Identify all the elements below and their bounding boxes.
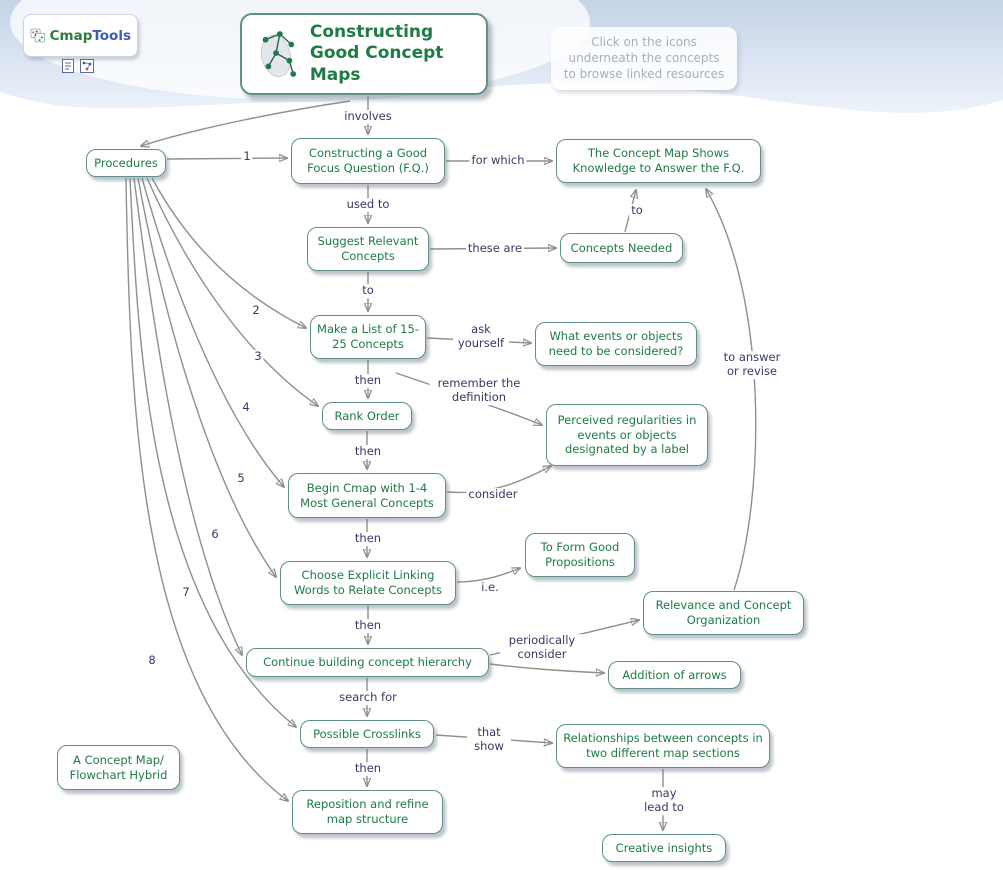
link-label-ie[interactable]: i.e. <box>479 580 501 595</box>
resource-icon-document[interactable] <box>60 58 76 74</box>
concept-flowchart-hybrid[interactable]: A Concept Map/ Flowchart Hybrid <box>57 745 180 790</box>
link-label-6[interactable]: 6 <box>209 527 221 542</box>
connector-7 <box>129 177 296 727</box>
link-label-may-lead-to[interactable]: may lead to <box>637 786 691 815</box>
concept-relevance-organization[interactable]: Relevance and Concept Organization <box>643 591 804 635</box>
link-label-then-1[interactable]: then <box>352 373 384 388</box>
connector-to-answer <box>706 189 757 591</box>
link-label-3[interactable]: 3 <box>252 349 264 364</box>
link-label-periodically-consider[interactable]: periodically consider <box>500 633 584 662</box>
concept-rank-order[interactable]: Rank Order <box>322 402 412 430</box>
link-label-to-up[interactable]: to <box>629 203 645 218</box>
link-label-to-answer-revise[interactable]: to answer or revise <box>719 350 785 379</box>
link-label-ask-yourself[interactable]: ask yourself <box>453 322 509 351</box>
resource-icon-cmap[interactable] <box>79 58 95 74</box>
link-label-these-are[interactable]: these are <box>465 241 525 256</box>
link-label-8[interactable]: 8 <box>146 653 158 668</box>
link-label-then-5[interactable]: then <box>352 761 384 776</box>
link-label-search-for[interactable]: search for <box>337 690 399 705</box>
instruction-note: Click on the icons underneath the concep… <box>551 27 737 90</box>
connector-periodically-arrows <box>489 663 604 673</box>
concept-procedures[interactable]: Procedures <box>86 149 166 177</box>
link-label-then-2[interactable]: then <box>352 444 384 459</box>
link-label-consider[interactable]: consider <box>466 487 520 502</box>
concept-concepts-needed[interactable]: Concepts Needed <box>560 233 683 263</box>
connector-6 <box>133 177 242 655</box>
concept-make-list[interactable]: Make a List of 15-25 Concepts <box>310 315 426 359</box>
concept-possible-crosslinks[interactable]: Possible Crosslinks <box>300 720 434 748</box>
instruction-note-text: Click on the icons underneath the concep… <box>563 35 725 82</box>
concept-suggest-relevant[interactable]: Suggest Relevant Concepts <box>307 227 429 271</box>
concept-title[interactable]: Constructing Good Concept Maps <box>240 13 488 95</box>
concept-reposition-refine[interactable]: Reposition and refine map structure <box>292 790 443 834</box>
link-label-1[interactable]: 1 <box>241 149 253 164</box>
concept-map-shows-knowledge[interactable]: The Concept Map Shows Knowledge to Answe… <box>556 139 761 183</box>
concept-propositions[interactable]: To Form Good Propositions <box>525 533 635 577</box>
concept-begin-cmap[interactable]: Begin Cmap with 1-4 Most General Concept… <box>288 473 446 518</box>
concept-perceived-regularities[interactable]: Perceived regularities in events or obje… <box>546 404 708 466</box>
connector-5 <box>137 177 276 577</box>
connector-8 <box>125 177 288 801</box>
resource-icon-group <box>60 58 95 74</box>
link-label-remember-definition[interactable]: remember the definition <box>429 376 529 405</box>
link-label-used-to[interactable]: used to <box>344 197 392 212</box>
logo-text-tools: Tools <box>92 27 131 44</box>
link-label-then-4[interactable]: then <box>352 618 384 633</box>
concept-what-events[interactable]: What events or objects need to be consid… <box>535 322 697 366</box>
link-label-that-show[interactable]: that show <box>467 725 511 754</box>
link-label-then-3[interactable]: then <box>352 531 384 546</box>
connector-2 <box>151 177 306 328</box>
concept-focus-question[interactable]: Constructing a Good Focus Question (F.Q.… <box>291 138 445 184</box>
cmaptools-logo-text: CmapTools <box>50 28 131 44</box>
cmaptools-logo: CmapTools <box>23 14 138 57</box>
connector-3 <box>146 177 318 406</box>
logo-text-cmap: Cmap <box>49 27 93 44</box>
cmaptools-logo-icon <box>30 28 46 42</box>
link-label-to-down[interactable]: to <box>360 283 376 298</box>
link-label-4[interactable]: 4 <box>240 400 252 415</box>
concept-linking-words[interactable]: Choose Explicit Linking Words to Relate … <box>280 561 456 605</box>
link-label-involves[interactable]: involves <box>342 109 394 124</box>
connector-4 <box>141 177 284 487</box>
link-label-5[interactable]: 5 <box>235 471 247 486</box>
concept-relationships[interactable]: Relationships between concepts in two di… <box>556 724 770 768</box>
link-label-for-which[interactable]: for which <box>469 153 527 168</box>
concept-creative-insights[interactable]: Creative insights <box>602 834 726 862</box>
concept-continue-building[interactable]: Continue building concept hierarchy <box>246 648 489 677</box>
concept-map-icon <box>260 31 297 78</box>
title-label: Constructing Good Concept Maps <box>309 22 444 85</box>
link-label-2[interactable]: 2 <box>250 303 262 318</box>
link-label-7[interactable]: 7 <box>180 585 192 600</box>
concept-addition-arrows[interactable]: Addition of arrows <box>608 661 741 689</box>
